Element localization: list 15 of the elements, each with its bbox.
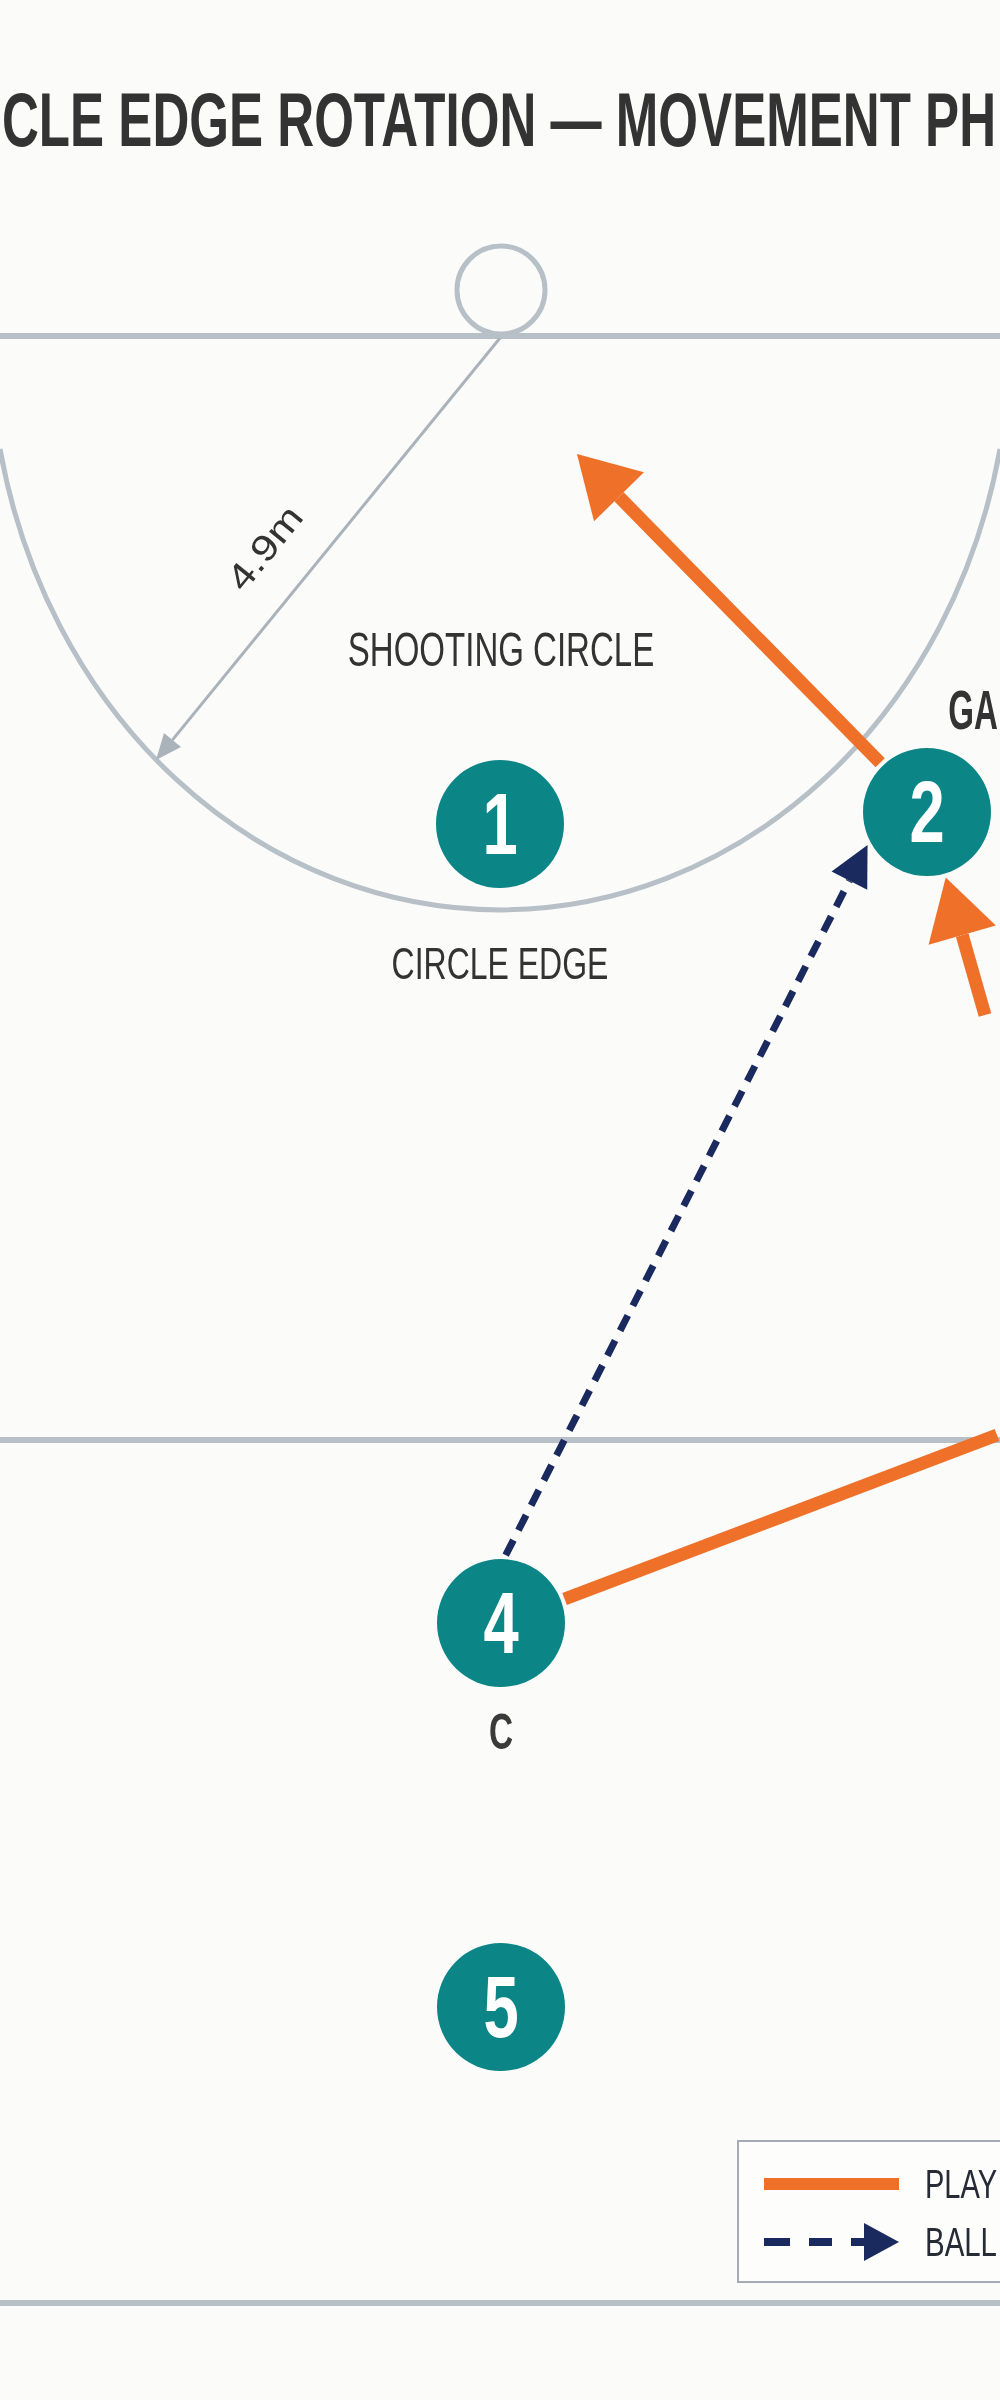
arrow [928, 877, 996, 1017]
line [562, 1428, 1000, 1606]
player-number: 5 [483, 1963, 519, 2051]
player-number: 4 [483, 1579, 519, 1667]
legend-label: PLAY [924, 2164, 998, 2204]
zone-label: SHOOTING CIRCLE [347, 626, 655, 674]
position-label: GA [948, 682, 998, 738]
legend-label: BALL [925, 2222, 997, 2262]
zone-label: CIRCLE EDGE [391, 940, 609, 986]
arrow [576, 454, 885, 768]
dashed-arrow [502, 844, 868, 1557]
title: CLE EDGE ROTATION — MOVEMENT PH [2, 82, 996, 158]
player-number: 1 [482, 780, 518, 868]
player-number: 2 [909, 768, 945, 856]
position-label: C [488, 1707, 514, 1757]
